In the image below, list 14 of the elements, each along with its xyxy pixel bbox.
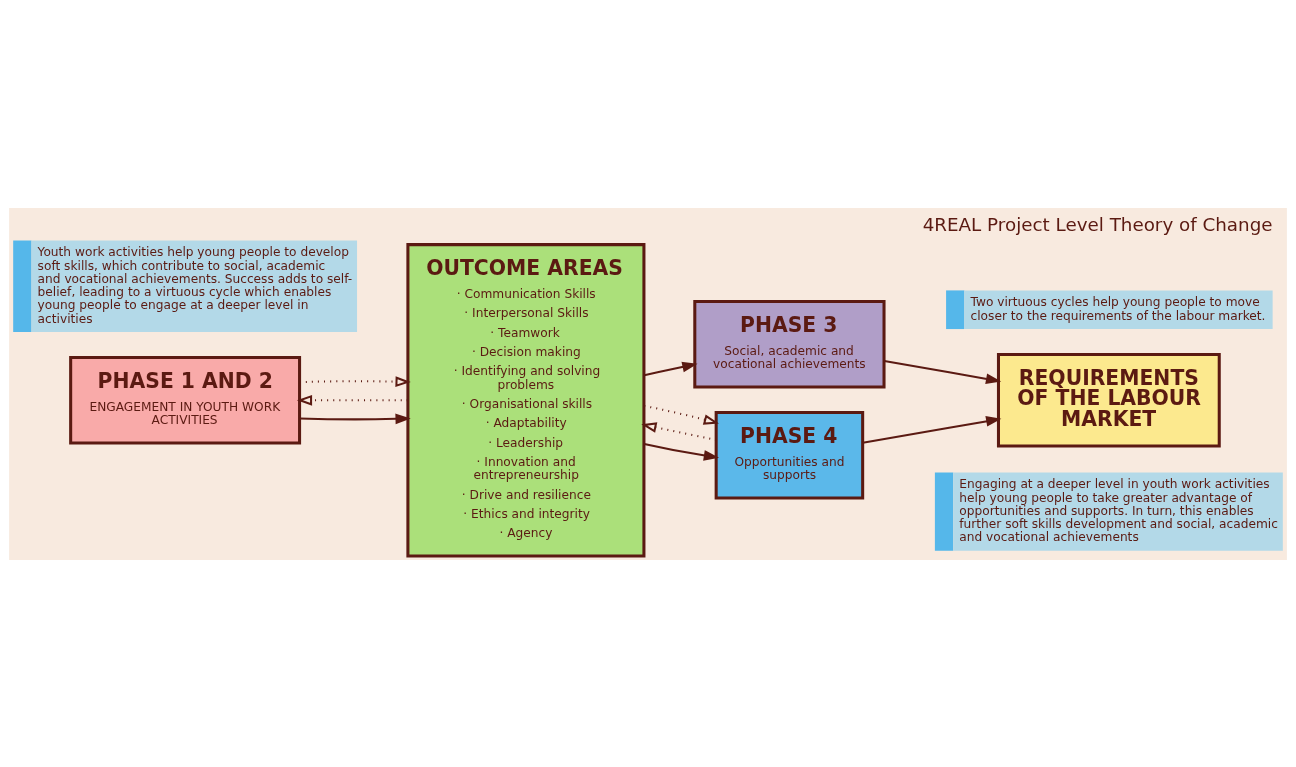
arrow — [296, 394, 408, 406]
node-box: PHASE 3 Social, academic and vocational achievements — [693, 299, 886, 389]
arrow — [862, 415, 1002, 444]
node-box: PHASE 1 AND 2 ENGAGEMENT IN YOUTH WORK ACTIVITIES — [69, 355, 302, 445]
arrow — [644, 361, 698, 376]
diagram-title: 4REAL Project Level Theory of Change — [922, 213, 1273, 235]
arrow — [299, 413, 411, 424]
arrow — [884, 359, 1002, 384]
node-box: REQUIREMENTS OF THE LABOUR MARKET — [996, 352, 1221, 448]
node-box: OUTCOME AREAS · Communication Skills · Interpersonal Skills · Teamwork · Decision making · Identifying and solving problems · Organisational skills · Adaptability · Leadership · Innovation and entrepreneurship · Drive and resilience · Ethics and integrity · Agency — [406, 242, 646, 557]
arrow — [644, 442, 720, 461]
arrow — [641, 421, 717, 441]
node-box: PHASE 4 Opportunities and supports — [714, 410, 865, 499]
arrow — [644, 404, 719, 425]
